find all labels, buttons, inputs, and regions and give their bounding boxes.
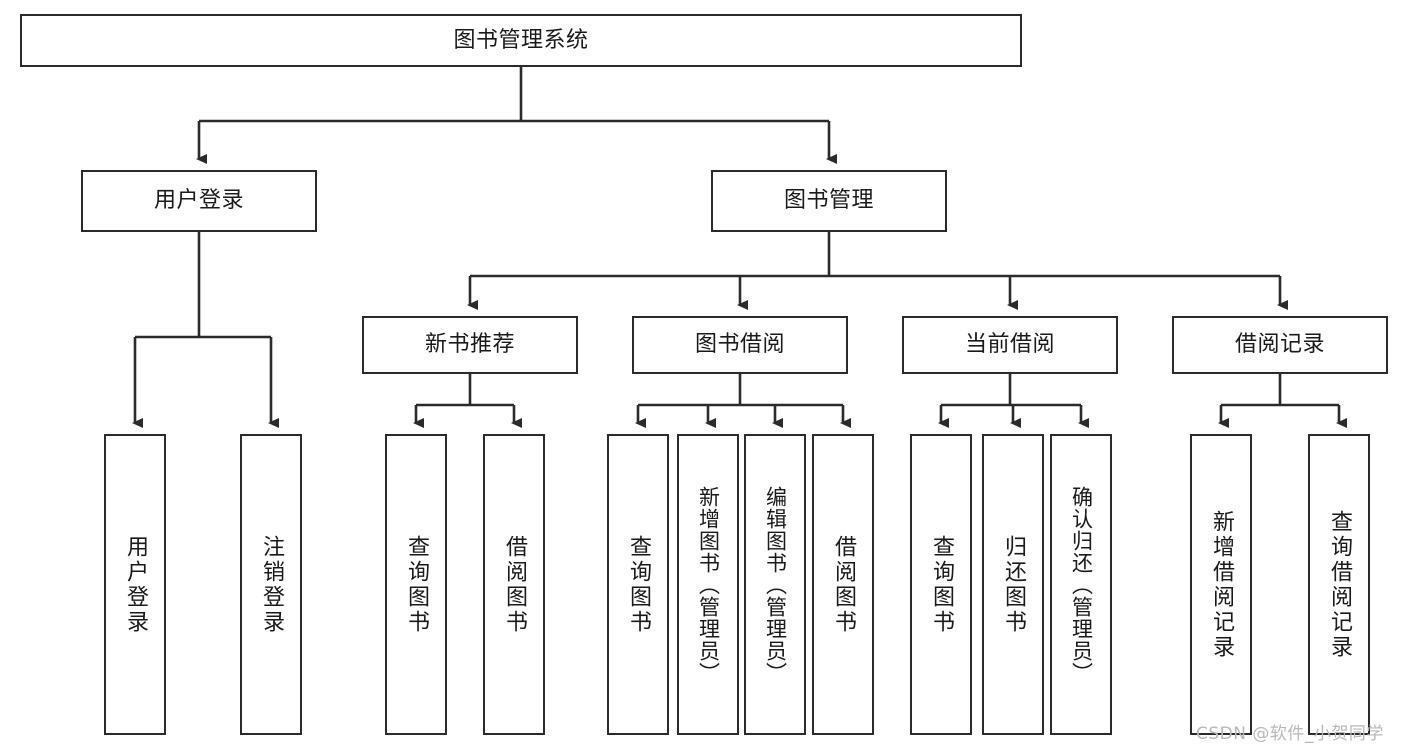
csdn-watermark: CSDN @软件_小贺同学 [1196,724,1384,744]
node-label-leaf-return-book: 归还图书 [1001,534,1026,635]
node-leaf-edit-book[interactable]: 编辑图书（管理员） [744,434,806,735]
node-label-leaf-query-record: 查询借阅记录 [1327,509,1352,660]
node-leaf-add-book[interactable]: 新增图书（管理员） [677,434,739,735]
node-leaf-query-book-borrow[interactable]: 查询图书 [607,434,669,735]
node-leaf-borrow-book-rec[interactable]: 借阅图书 [483,434,545,735]
node-borrow-record[interactable]: 借阅记录 [1172,316,1388,374]
node-new-book-rec[interactable]: 新书推荐 [362,316,578,374]
node-label-leaf-query-book-borrow: 查询图书 [626,534,651,635]
node-leaf-confirm-return[interactable]: 确认归还（管理员） [1050,434,1112,735]
node-leaf-query-book-current[interactable]: 查询图书 [910,434,972,735]
node-leaf-query-book-rec[interactable]: 查询图书 [385,434,447,735]
node-leaf-return-book[interactable]: 归还图书 [982,434,1044,735]
node-leaf-query-record[interactable]: 查询借阅记录 [1308,434,1370,735]
node-label-leaf-edit-book: 编辑图书（管理员） [763,485,788,684]
node-label-leaf-add-book: 新增图书（管理员） [696,485,721,684]
node-label-book-borrow: 图书借阅 [694,332,785,358]
node-label-new-book-rec: 新书推荐 [424,332,515,358]
node-book-manage[interactable]: 图书管理 [711,170,947,232]
node-leaf-add-record[interactable]: 新增借阅记录 [1190,434,1252,735]
node-current-borrow[interactable]: 当前借阅 [902,316,1118,374]
node-root[interactable]: 图书管理系统 [20,14,1022,67]
node-label-leaf-user-login: 用户登录 [123,534,148,635]
node-label-leaf-query-book-rec: 查询图书 [404,534,429,635]
node-label-leaf-logout: 注销登录 [259,534,284,635]
node-leaf-user-login[interactable]: 用户登录 [104,434,166,735]
node-leaf-borrow-book[interactable]: 借阅图书 [812,434,874,735]
node-label-current-borrow: 当前借阅 [964,332,1055,358]
node-label-leaf-borrow-book-rec: 借阅图书 [502,534,527,635]
node-label-leaf-confirm-return: 确认归还（管理员） [1069,485,1094,684]
node-user-login[interactable]: 用户登录 [81,170,317,232]
node-leaf-logout[interactable]: 注销登录 [240,434,302,735]
node-label-leaf-add-record: 新增借阅记录 [1209,509,1234,660]
node-label-book-manage: 图书管理 [783,188,874,214]
node-label-leaf-query-book-current: 查询图书 [929,534,954,635]
node-label-user-login: 用户登录 [153,188,244,214]
node-label-leaf-borrow-book: 借阅图书 [831,534,856,635]
node-label-borrow-record: 借阅记录 [1234,332,1325,358]
node-book-borrow[interactable]: 图书借阅 [632,316,848,374]
node-label-root: 图书管理系统 [453,27,589,53]
